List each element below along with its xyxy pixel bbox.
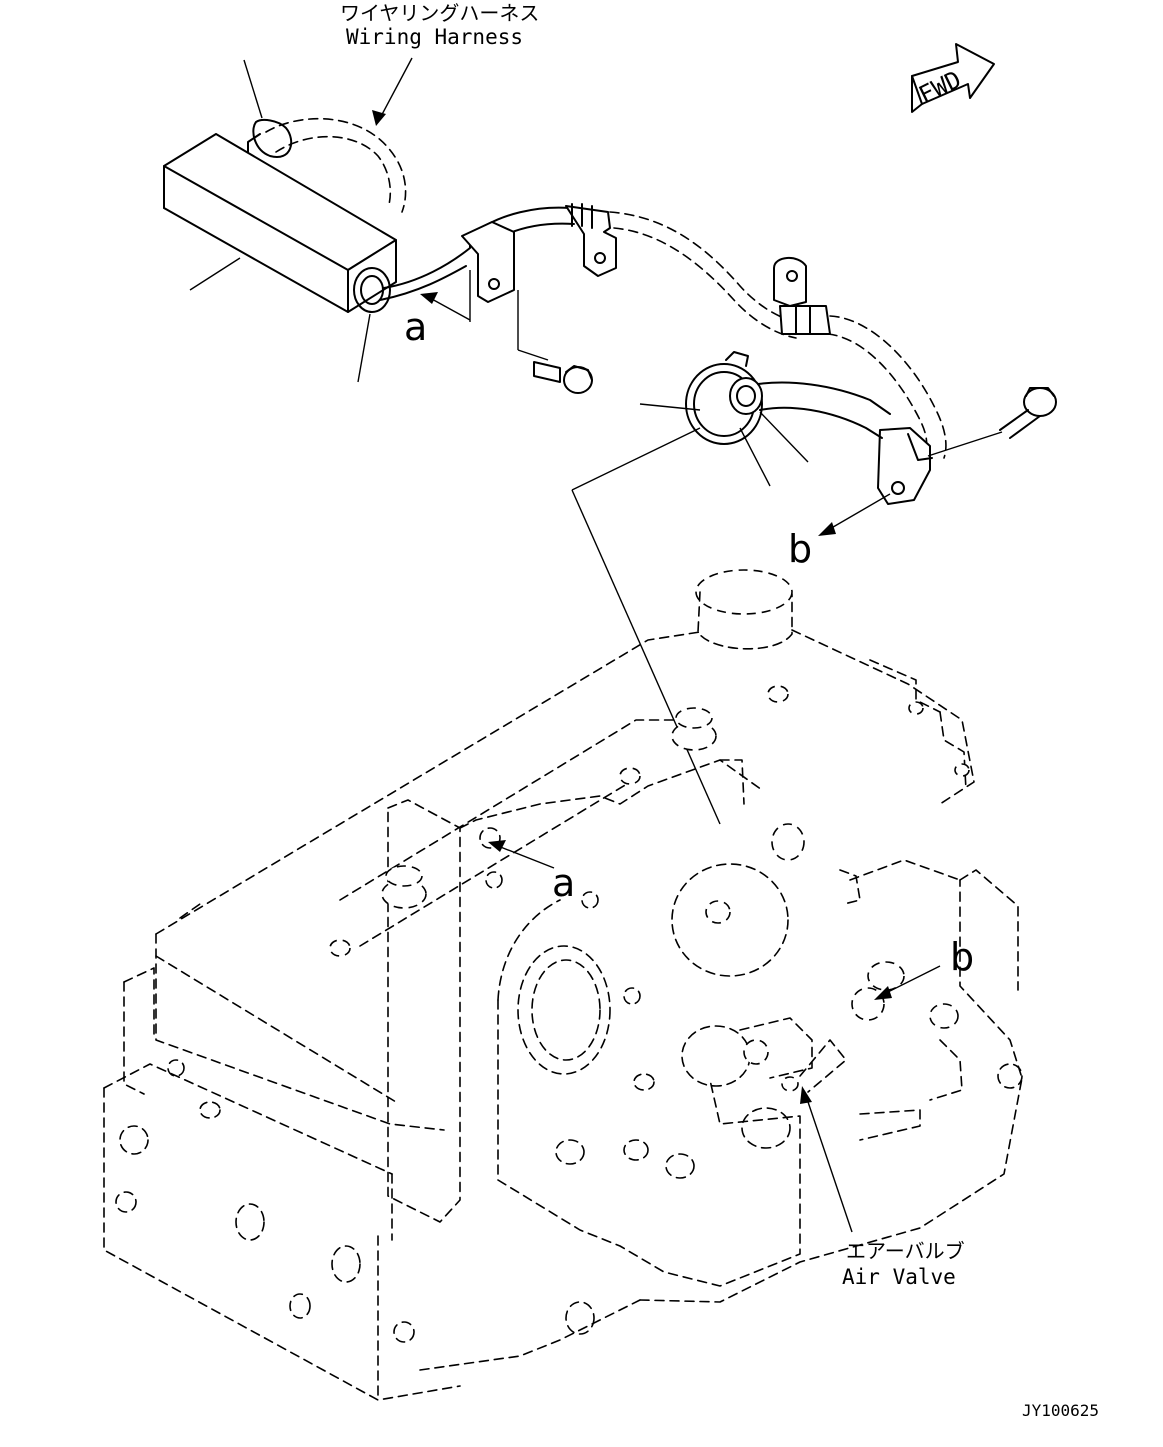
harness-clip xyxy=(243,59,293,159)
ref-label-b-upper: b xyxy=(788,527,812,571)
ref-arrow-a-upper: a xyxy=(404,270,471,349)
bolt-right xyxy=(927,387,1057,457)
ref-label-a-upper: a xyxy=(404,305,427,349)
harness-protector xyxy=(163,133,397,383)
wiring-harness-leader xyxy=(377,57,413,123)
harness-bracket-right xyxy=(773,257,831,335)
ref-label-a-lower: a xyxy=(552,861,575,905)
air-valve-label-jp: エアーバルブ xyxy=(846,1239,965,1263)
ref-arrow-b-lower: b xyxy=(874,935,974,1000)
wiring-harness-label-jp: ワイヤリングハーネス xyxy=(340,1,539,25)
air-valve-callout xyxy=(800,1086,853,1233)
engine-block-ghost xyxy=(103,569,1023,1401)
wiring-harness-upper-run xyxy=(379,203,617,303)
wiring-harness-ghost xyxy=(265,118,407,213)
grommet xyxy=(571,351,891,825)
harness-bracket-lower xyxy=(877,427,933,505)
wiring-harness-arrowhead xyxy=(372,110,386,126)
bolt-left xyxy=(517,290,593,394)
fwd-direction-icon: FWD xyxy=(911,43,995,113)
ref-arrow-a-lower: a xyxy=(488,840,575,905)
wiring-harness-dashed-run xyxy=(609,211,947,459)
wiring-harness-label-en: Wiring Harness xyxy=(346,25,523,49)
ref-label-b-lower: b xyxy=(950,935,974,979)
drawing-number: JY100625 xyxy=(1022,1401,1099,1420)
ref-arrow-b-upper: b xyxy=(788,493,891,571)
air-valve-label-en: Air Valve xyxy=(842,1265,956,1289)
